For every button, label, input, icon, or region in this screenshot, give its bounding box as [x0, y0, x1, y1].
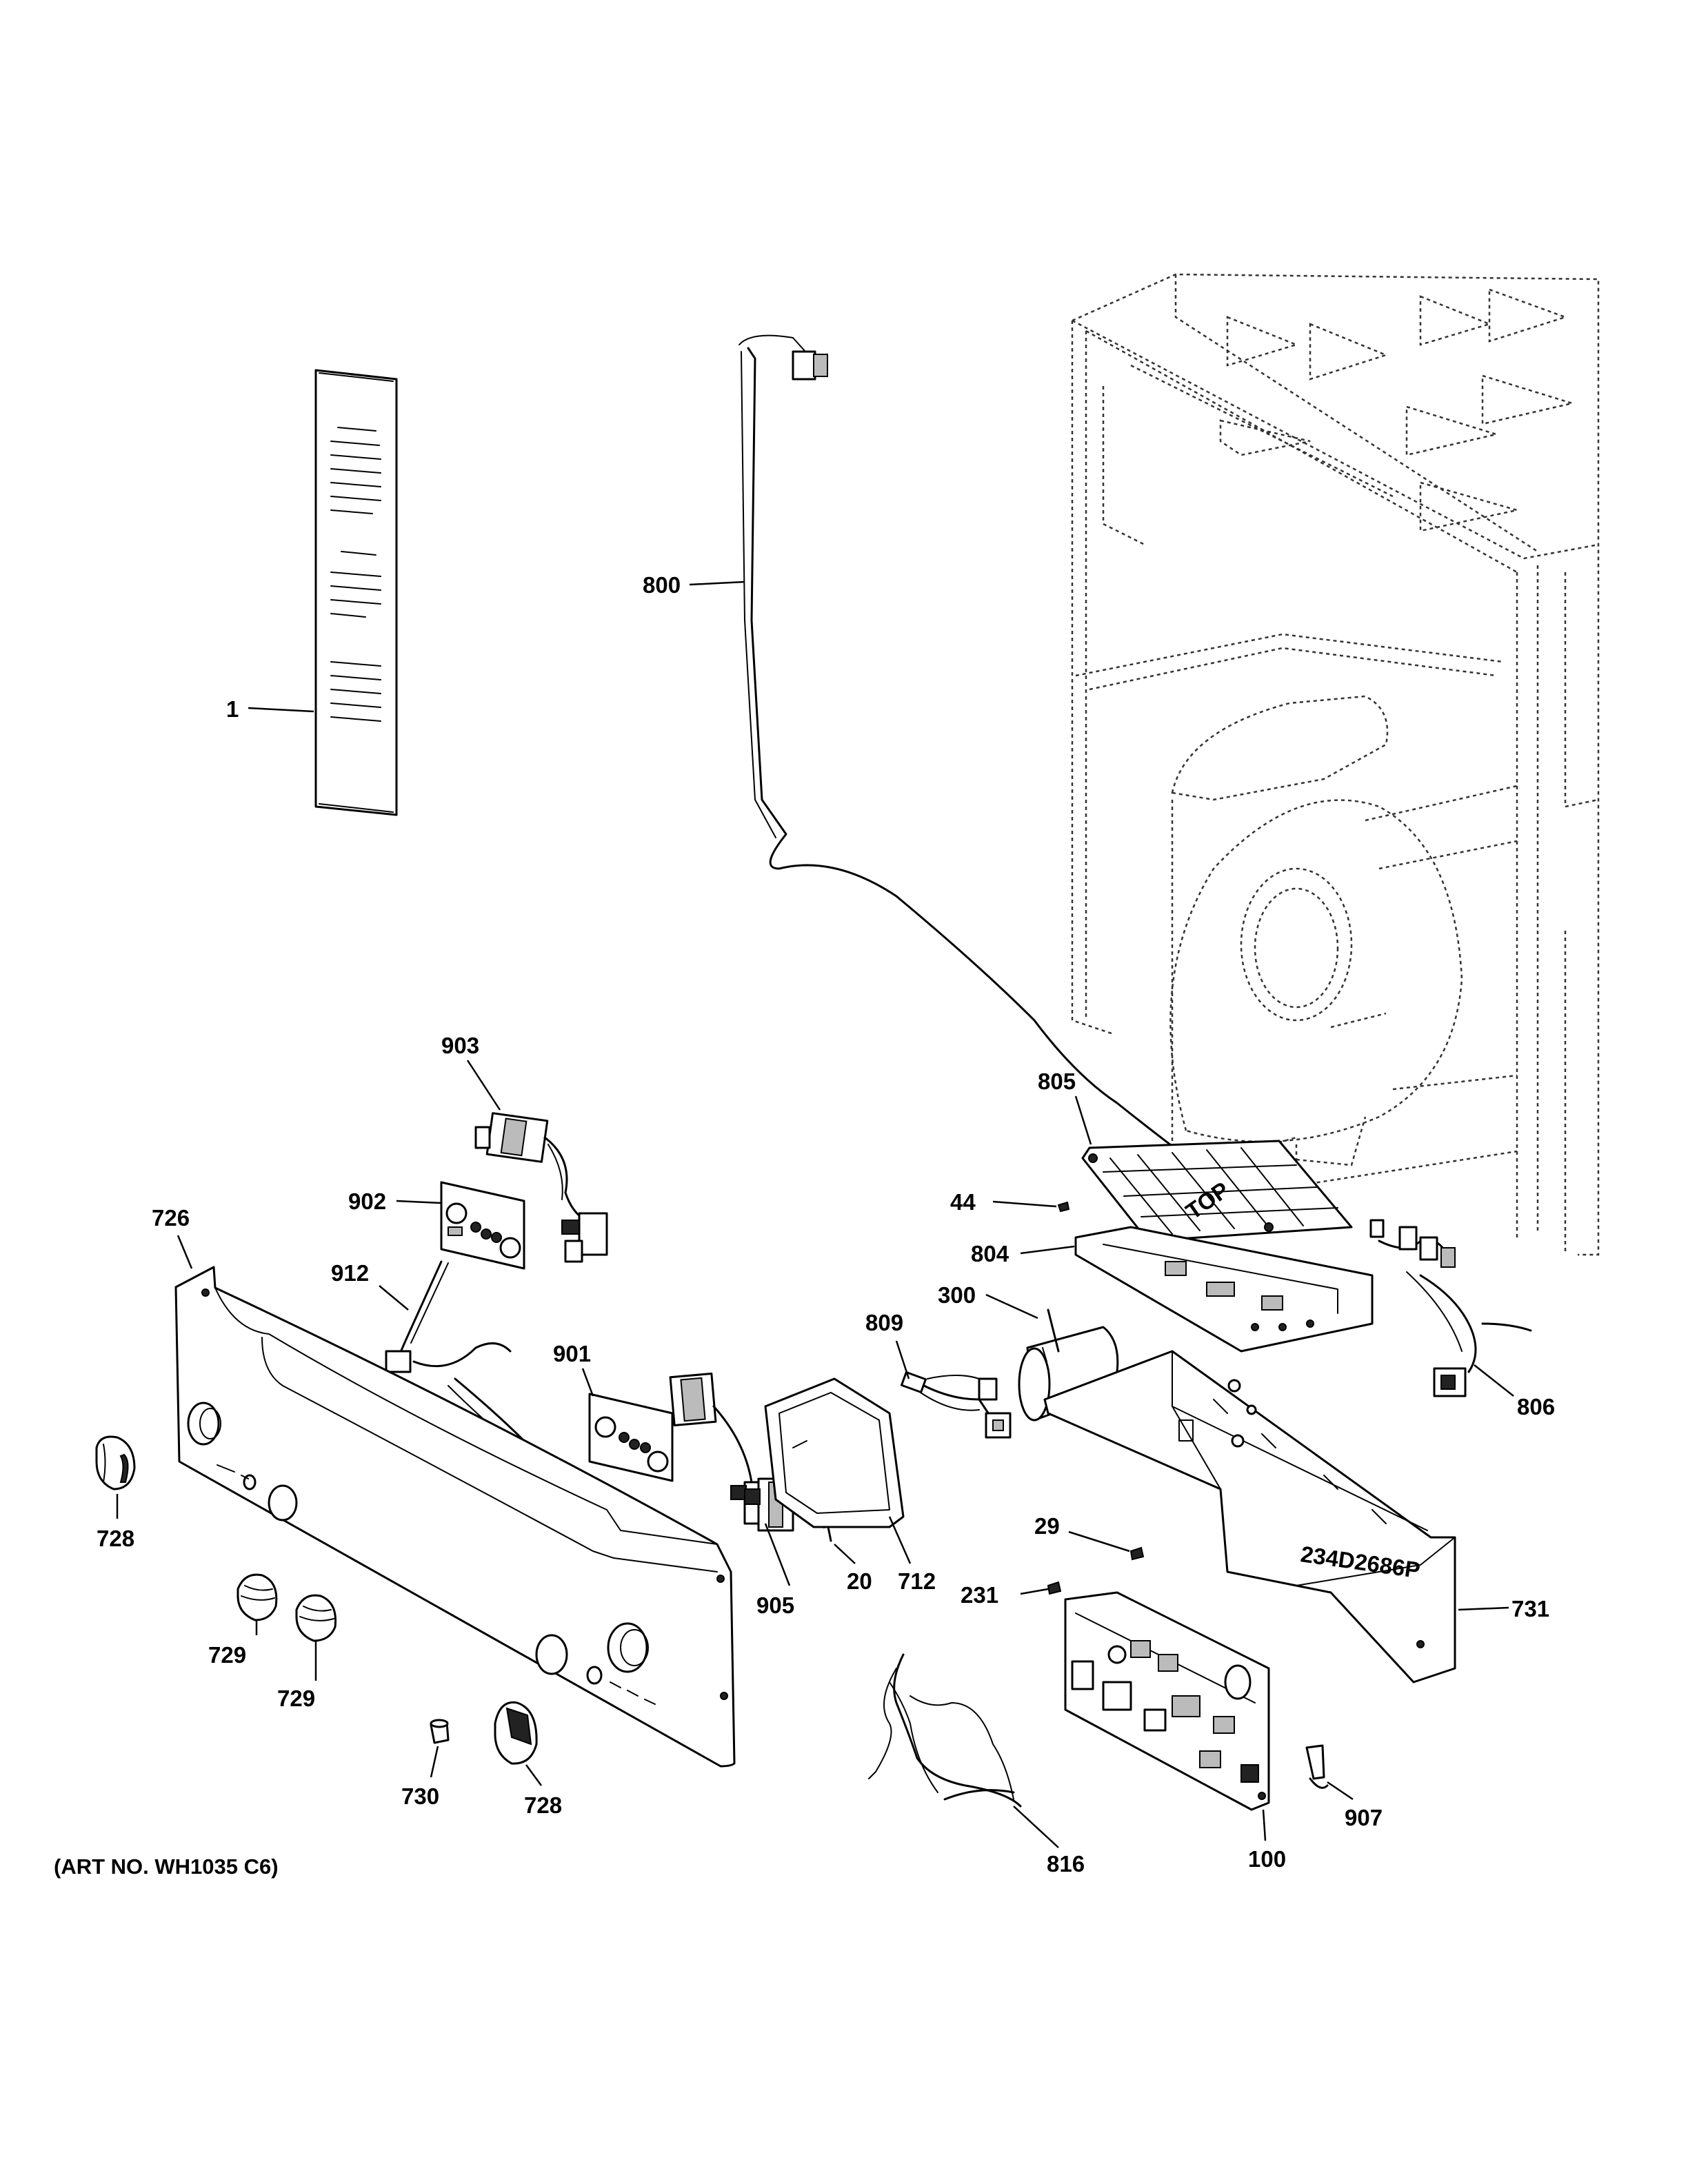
- callout-907: 907: [1345, 1805, 1383, 1830]
- mounting-box-731: 234D2686P: [1043, 1350, 1456, 1684]
- clip-907: [1305, 1744, 1329, 1789]
- callout-231: 231: [961, 1582, 998, 1608]
- literature-booklet: [314, 369, 398, 816]
- callout-903: 903: [441, 1033, 479, 1058]
- board-804: [1074, 1226, 1374, 1353]
- harness-816: [868, 1653, 1022, 1808]
- callout-728-left: 728: [97, 1526, 134, 1551]
- callout-905: 905: [756, 1593, 794, 1618]
- callout-726: 726: [152, 1205, 190, 1231]
- callout-44: 44: [950, 1189, 976, 1215]
- callout-805: 805: [1038, 1069, 1076, 1094]
- knob-728-right: [494, 1701, 538, 1765]
- screw-44: [1057, 1201, 1070, 1213]
- art-number: (ART NO. WH1035 C6): [54, 1854, 279, 1879]
- knob-728-left: [95, 1435, 136, 1490]
- wire-harness-800: [738, 334, 1180, 1153]
- callout-712: 712: [898, 1568, 936, 1594]
- main-board-100: [1064, 1591, 1270, 1811]
- knob-729-b: [295, 1594, 337, 1642]
- callout-816: 816: [1047, 1851, 1085, 1877]
- control-902: [440, 1181, 525, 1270]
- callout-29: 29: [1034, 1513, 1060, 1539]
- callout-labels: 1 800 903 902 912 901 726 728 729 729 73…: [97, 572, 1555, 1877]
- callout-800: 800: [643, 572, 681, 598]
- switch-903: [474, 1112, 608, 1263]
- harness-806: [1369, 1219, 1532, 1397]
- callout-902: 902: [348, 1189, 386, 1214]
- callout-300: 300: [938, 1282, 976, 1308]
- callout-100: 100: [1248, 1846, 1286, 1872]
- screw-231: [1047, 1581, 1062, 1595]
- callout-729-b: 729: [277, 1686, 315, 1711]
- control-panel-726: [174, 1266, 736, 1768]
- callout-804: 804: [971, 1241, 1009, 1266]
- callout-809: 809: [865, 1310, 903, 1335]
- leader-lines: [116, 580, 1514, 1848]
- harness-809: [900, 1371, 1012, 1439]
- callout-728-right: 728: [524, 1792, 562, 1818]
- cabinet-frame: [1071, 273, 1600, 1256]
- callout-806: 806: [1517, 1394, 1555, 1419]
- callout-901: 901: [553, 1341, 591, 1366]
- callout-1: 1: [226, 696, 239, 722]
- cover-805: TOP: [1081, 1140, 1353, 1242]
- callout-730: 730: [401, 1783, 439, 1809]
- callout-912: 912: [331, 1260, 369, 1286]
- knob-729-a: [237, 1573, 278, 1621]
- callout-20: 20: [847, 1568, 872, 1594]
- screw-29: [1129, 1546, 1145, 1561]
- callout-729-a: 729: [208, 1642, 246, 1668]
- bracket-712: [764, 1377, 905, 1528]
- callout-731: 731: [1511, 1596, 1549, 1621]
- button-730: [430, 1719, 450, 1744]
